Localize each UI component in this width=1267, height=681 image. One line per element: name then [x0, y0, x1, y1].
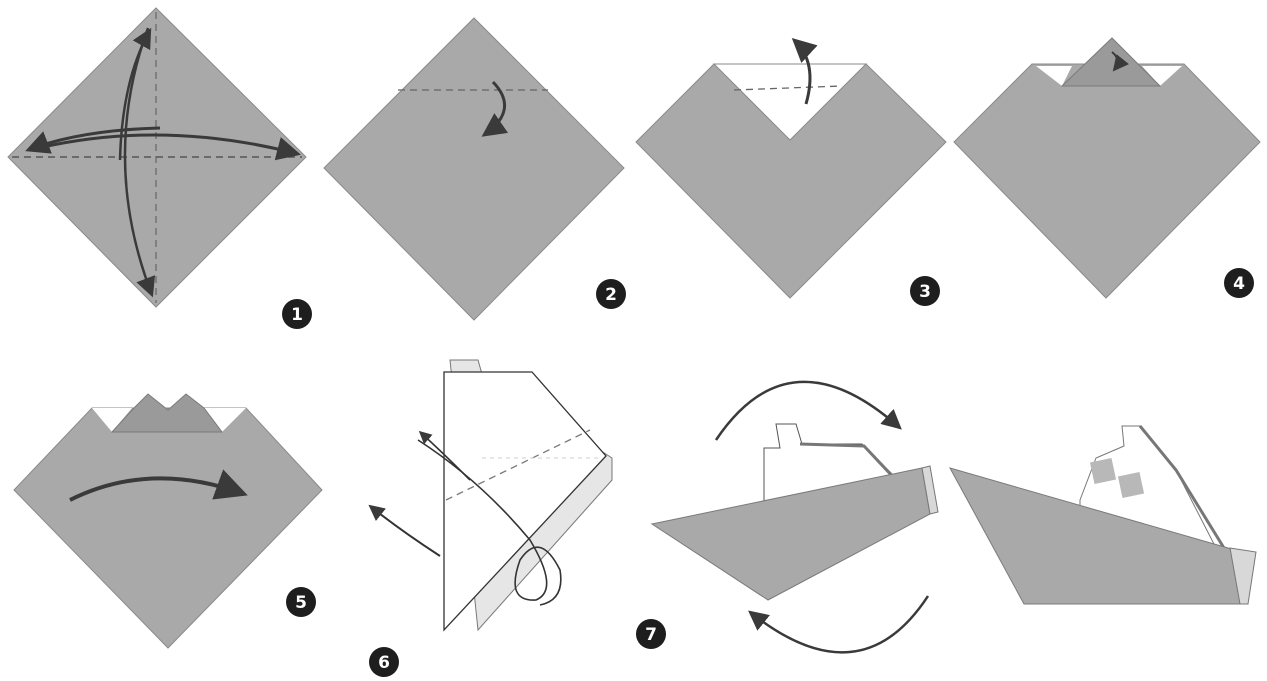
step-badge-3: 3	[910, 276, 940, 306]
rotate-arrow-bottom	[750, 596, 928, 652]
step-number: 6	[378, 653, 390, 673]
rotate-arrow-top	[716, 382, 900, 440]
step-number: 5	[295, 593, 307, 613]
window	[1118, 472, 1144, 498]
step-1-figure	[8, 8, 306, 307]
paper-shape	[14, 408, 322, 648]
step-7-boat-left	[652, 382, 938, 653]
step-badge-7: 7	[636, 619, 666, 649]
turn-over-arrow	[370, 506, 440, 556]
step-badge-5: 5	[286, 587, 316, 617]
step-number: 2	[605, 285, 617, 305]
step-badge-1: 1	[282, 299, 312, 329]
paper-diamond	[324, 18, 624, 320]
step-badge-4: 4	[1224, 268, 1254, 298]
step-number: 7	[645, 625, 657, 645]
step-badge-6: 6	[369, 647, 399, 677]
window	[1090, 458, 1116, 484]
step-5-figure	[14, 394, 322, 648]
finished-boat	[950, 426, 1256, 604]
step-2-figure	[324, 18, 624, 320]
step-number: 3	[919, 282, 931, 302]
step-4-figure	[954, 38, 1260, 298]
top-peak	[1062, 38, 1160, 86]
step-number: 4	[1233, 274, 1245, 294]
step-number: 1	[291, 305, 303, 325]
paper-shape	[954, 64, 1260, 298]
step-6-figure	[370, 360, 612, 630]
step-badge-2: 2	[596, 279, 626, 309]
step-3-figure	[636, 40, 946, 298]
